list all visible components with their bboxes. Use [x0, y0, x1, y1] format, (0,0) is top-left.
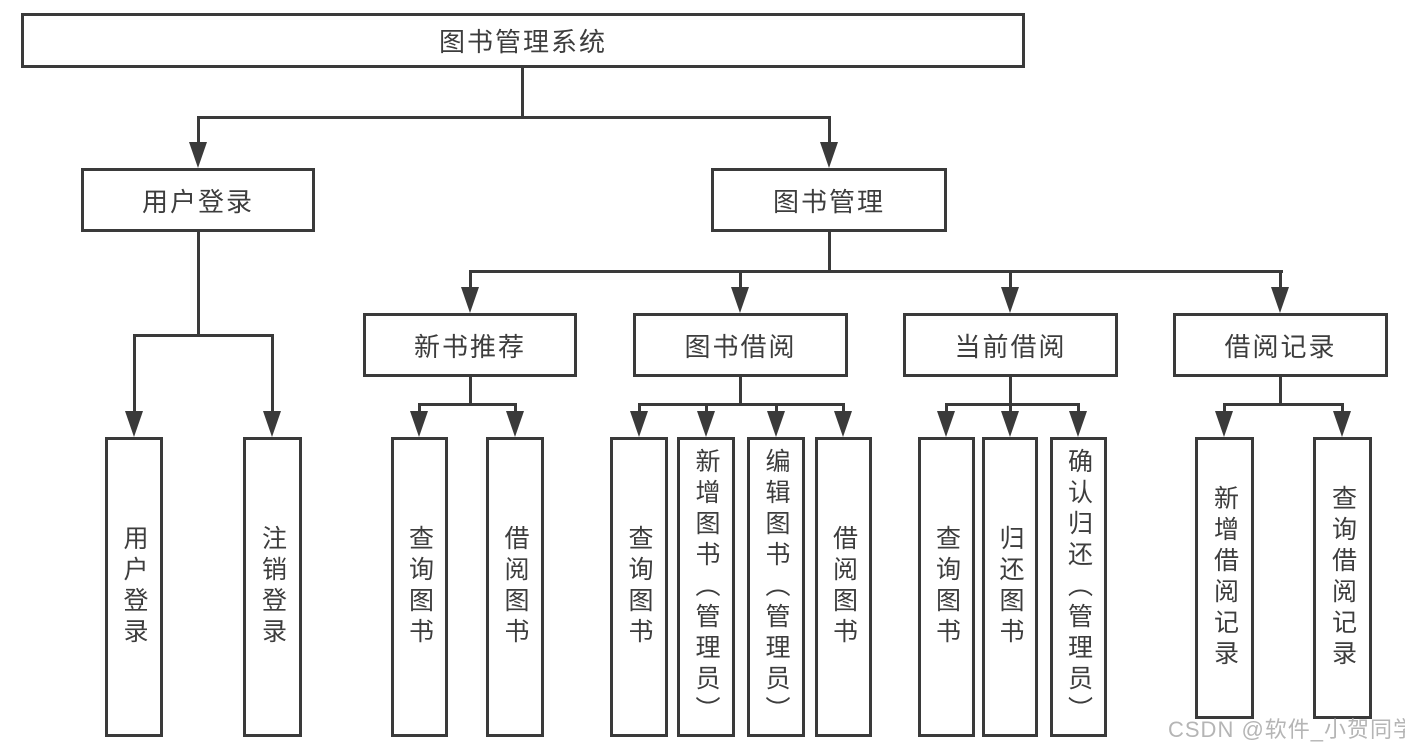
connector-line: [705, 403, 708, 415]
connector-line: [418, 403, 517, 406]
connector-line: [1077, 403, 1080, 415]
arrow-head-icon: [1333, 411, 1351, 437]
node-search-books-3-label: 查询图书: [932, 525, 961, 649]
node-edit-books-admin-label: 编辑图书（管理员）: [762, 447, 790, 727]
connector-line: [469, 270, 472, 290]
node-search-books-2-label: 查询图书: [625, 525, 653, 649]
node-borrow-books-1-label: 借阅图书: [501, 525, 529, 649]
node-add-borrow-record: 新增借阅记录: [1195, 437, 1254, 719]
connector-line: [1009, 403, 1012, 415]
node-borrow-books-2: 借阅图书: [815, 437, 872, 737]
node-new-book-recommendation: 新书推荐: [363, 313, 577, 377]
connector-line: [638, 403, 845, 406]
arrow-head-icon: [410, 411, 428, 437]
node-edit-books-admin: 编辑图书（管理员）: [747, 437, 805, 737]
node-book-management-label: 图书管理: [772, 186, 885, 217]
connector-line: [271, 334, 274, 413]
connector-line: [133, 334, 274, 337]
arrow-head-icon: [767, 411, 785, 437]
connector-line: [638, 403, 641, 415]
arrow-head-icon: [937, 411, 955, 437]
arrow-head-icon: [1001, 287, 1019, 313]
node-user-login-label: 用户登录: [141, 186, 254, 217]
arrow-head-icon: [1001, 411, 1019, 437]
node-borrow-books-2-label: 借阅图书: [829, 525, 858, 649]
node-library-management-system-label: 图书管理系统: [438, 27, 607, 57]
node-borrowing-records-label: 借阅记录: [1224, 331, 1337, 362]
arrow-head-icon: [1215, 411, 1233, 437]
connector-line: [775, 403, 778, 415]
node-book-borrowing: 图书借阅: [633, 313, 848, 377]
connector-line: [1279, 270, 1282, 290]
connector-line: [1279, 377, 1282, 406]
node-borrowing-records: 借阅记录: [1173, 313, 1388, 377]
node-logout-login-label: 注销登录: [258, 525, 287, 649]
connector-line: [842, 403, 845, 415]
node-current-borrowing-label: 当前借阅: [954, 331, 1067, 362]
node-add-borrow-record-label: 新增借阅记录: [1210, 485, 1239, 671]
connector-line: [469, 377, 472, 406]
connector-line: [1223, 403, 1344, 406]
arrow-head-icon: [834, 411, 852, 437]
connector-line: [197, 116, 831, 119]
arrow-head-icon: [820, 142, 838, 168]
node-current-borrowing: 当前借阅: [903, 313, 1118, 377]
arrow-head-icon: [731, 287, 749, 313]
node-search-borrow-record: 查询借阅记录: [1313, 437, 1372, 719]
node-library-management-system: 图书管理系统: [21, 13, 1025, 68]
node-add-books-admin-label: 新增图书（管理员）: [692, 447, 720, 727]
node-search-books-1-label: 查询图书: [405, 525, 434, 649]
connector-line: [133, 334, 136, 413]
connector-line: [514, 403, 517, 415]
connector-line: [828, 232, 831, 272]
arrow-head-icon: [1069, 411, 1087, 437]
arrow-head-icon: [697, 411, 715, 437]
connector-line: [469, 270, 1283, 273]
arrow-head-icon: [630, 411, 648, 437]
arrow-head-icon: [189, 142, 207, 168]
watermark: CSDN @软件_小贺同学: [1168, 717, 1405, 742]
node-add-books-admin: 新增图书（管理员）: [677, 437, 735, 737]
node-book-borrowing-label: 图书借阅: [684, 331, 797, 362]
connector-line: [1341, 403, 1344, 415]
node-search-books-3: 查询图书: [918, 437, 975, 737]
connector-line: [945, 403, 1080, 406]
node-return-books-label: 归还图书: [996, 525, 1024, 649]
connector-line: [418, 403, 421, 415]
connector-line: [1009, 377, 1012, 406]
connector-line: [521, 68, 524, 116]
node-confirm-return-admin: 确认归还（管理员）: [1050, 437, 1107, 737]
connector-line: [1009, 270, 1012, 290]
node-borrow-books-1: 借阅图书: [486, 437, 544, 737]
connector-line: [828, 116, 831, 144]
node-search-books-2: 查询图书: [610, 437, 668, 737]
connector-line: [197, 232, 200, 336]
node-new-book-recommendation-label: 新书推荐: [413, 331, 526, 362]
connector-line: [1223, 403, 1226, 415]
connector-line: [739, 377, 742, 406]
connector-line: [739, 270, 742, 290]
connector-line: [945, 403, 948, 415]
node-user-login: 用户登录: [81, 168, 315, 232]
node-book-management: 图书管理: [711, 168, 947, 232]
arrow-head-icon: [506, 411, 524, 437]
arrow-head-icon: [263, 411, 281, 437]
node-user-login-leaf-label: 用户登录: [120, 525, 148, 649]
node-confirm-return-admin-label: 确认归还（管理员）: [1064, 447, 1093, 727]
node-return-books: 归还图书: [982, 437, 1038, 737]
node-search-books-1: 查询图书: [391, 437, 448, 737]
node-logout-login: 注销登录: [243, 437, 302, 737]
connector-line: [197, 116, 200, 144]
node-search-borrow-record-label: 查询借阅记录: [1328, 485, 1357, 671]
node-user-login-leaf: 用户登录: [105, 437, 163, 737]
arrow-head-icon: [1271, 287, 1289, 313]
arrow-head-icon: [461, 287, 479, 313]
arrow-head-icon: [125, 411, 143, 437]
